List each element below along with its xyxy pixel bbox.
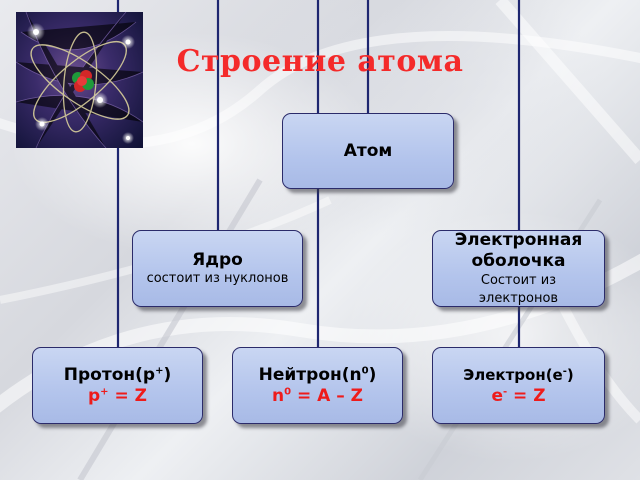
neutron-equation: n0 = A – Z <box>272 385 363 406</box>
proton-label: Протон(р+) <box>63 364 172 385</box>
electron-shell-box: Электронная оболочка Состоит из электрон… <box>432 230 605 307</box>
atom-box: Атом <box>282 113 454 189</box>
neutron-label: Нейтрон(n0) <box>258 364 377 385</box>
shell-label-line1: Электронная <box>454 229 583 250</box>
electron-equation: е- = Z <box>491 385 546 406</box>
shell-label-line2: оболочка <box>471 250 566 271</box>
atom-illustration <box>16 12 143 148</box>
proton-box: Протон(р+) р+ = Z <box>32 347 203 424</box>
slide-title: Строение атома <box>176 44 464 79</box>
nucleus-label: Ядро <box>192 250 243 270</box>
shell-description-line2: электронов <box>478 290 559 306</box>
nucleus-box: Ядро состоит из нуклонов <box>132 230 303 307</box>
nucleus-icon <box>72 70 94 92</box>
electron-box: Электрон(е-) е- = Z <box>432 347 605 424</box>
atom-label: Атом <box>343 140 393 161</box>
electron-label: Электрон(е-) <box>463 365 574 384</box>
proton-equation: р+ = Z <box>88 385 147 406</box>
neutron-box: Нейтрон(n0) n0 = A – Z <box>232 347 403 424</box>
shell-description-line1: Состоит из <box>480 272 557 288</box>
nucleus-description: состоит из нуклонов <box>146 271 289 286</box>
